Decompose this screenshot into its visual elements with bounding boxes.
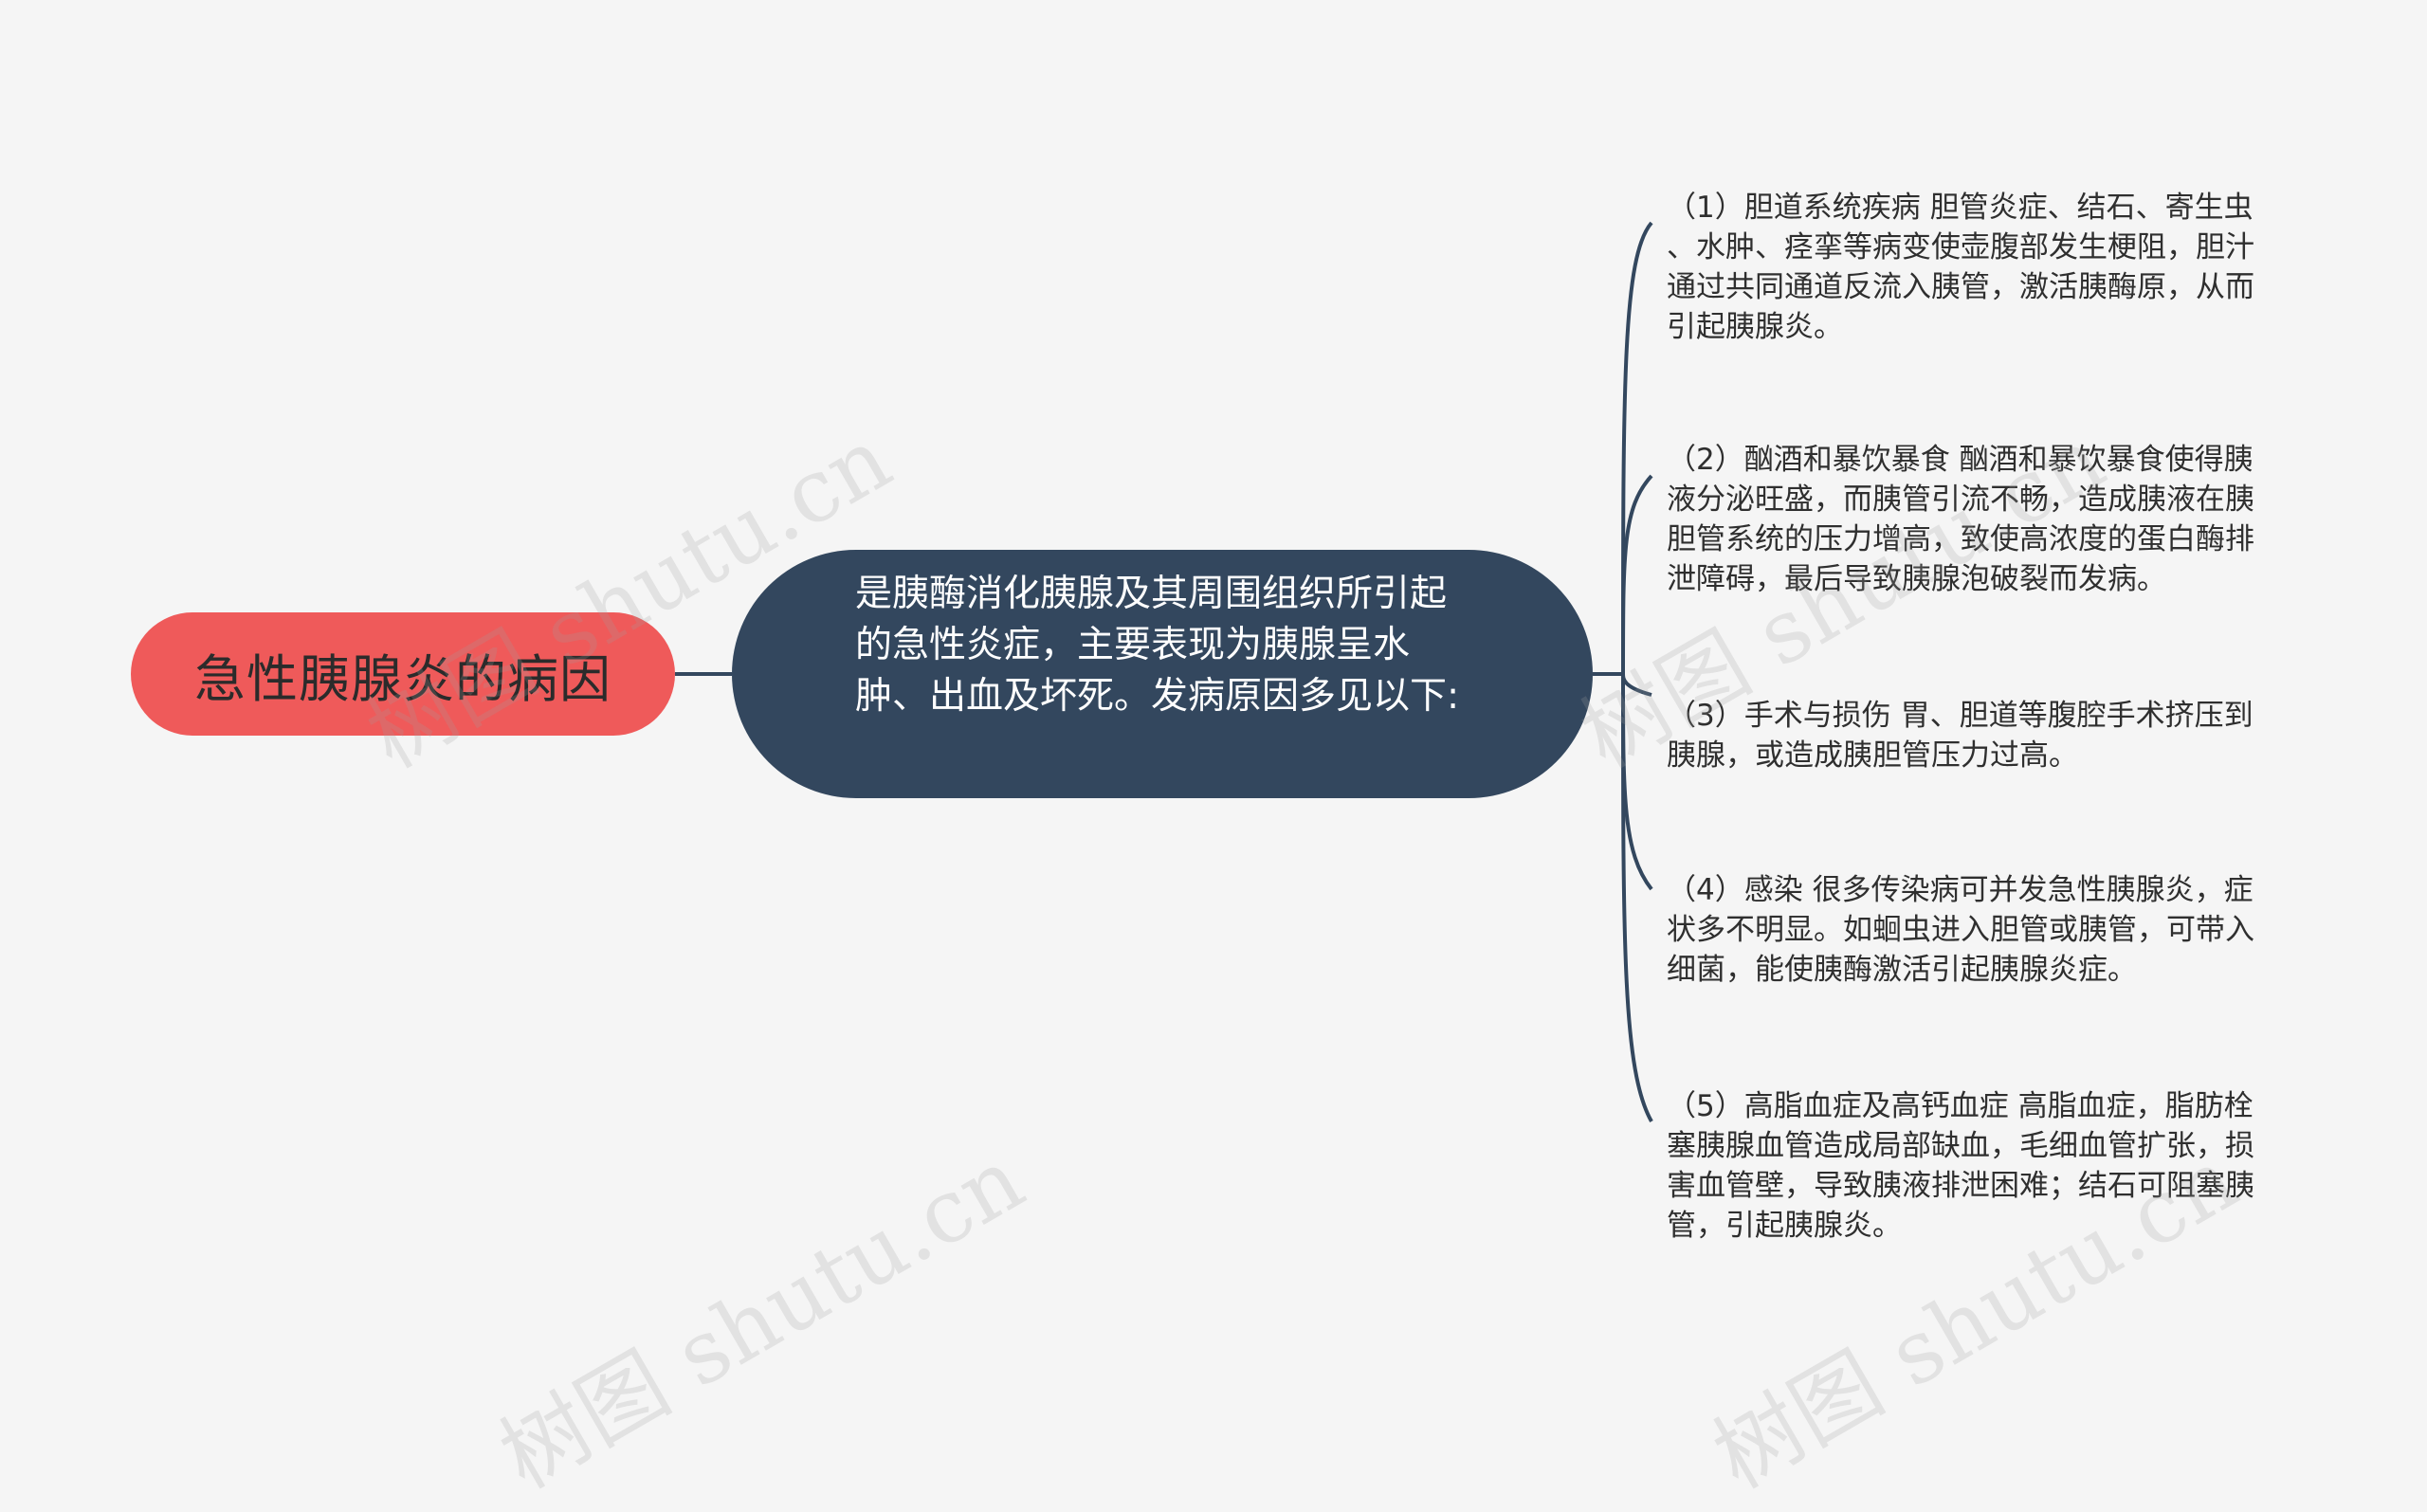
branch-node-3[interactable]: （3）手术与损伤 胃、胆道等腹腔手术挤压到 胰腺，或造成胰胆管压力过高。 [1667,656,2283,775]
branch-connector-3 [1621,673,1652,697]
branch-connector-1 [1621,221,1653,675]
root-node[interactable]: 急性胰腺炎的病因 [131,612,675,736]
branch-node-4[interactable]: （4）感染 很多传染病可并发急性胰腺炎，症 状多不明显。如蛔虫进入胆管或胰管，可… [1667,830,2283,990]
branch-connector-4 [1621,673,1653,891]
branch-node-1[interactable]: （1）胆道系统疾病 胆管炎症、结石、寄生虫 、水肿、痉挛等病变使壶腹部发生梗阻，… [1667,148,2283,347]
branch-node-2[interactable]: （2）酗酒和暴饮暴食 酗酒和暴饮暴食使得胰 液分泌旺盛，而胰管引流不畅，造成胰液… [1667,400,2283,599]
branch-connector-2 [1621,474,1653,675]
branch-node-3-text: （3）手术与损伤 胃、胆道等腹腔手术挤压到 胰腺，或造成胰胆管压力过高。 [1667,699,2254,773]
branch-node-5-text: （5）高脂血症及高钙血症 高脂血症，脂肪栓 塞胰腺血管造成局部缺血，毛细血管扩张… [1667,1089,2254,1243]
mind-map-canvas: 急性胰腺炎的病因 是胰酶消化胰腺及其周围组织所引起的急性炎症，主要表现为胰腺呈水… [131,148,2283,1508]
center-node[interactable]: 是胰酶消化胰腺及其周围组织所引起的急性炎症，主要表现为胰腺呈水肿、出血及坏死。发… [732,550,1593,798]
root-node-label: 急性胰腺炎的病因 [194,648,611,709]
branch-node-4-text: （4）感染 很多传染病可并发急性胰腺炎，症 状多不明显。如蛔虫进入胆管或胰管，可… [1667,873,2254,987]
branch-node-5[interactable]: （5）高脂血症及高钙血症 高脂血症，脂肪栓 塞胰腺血管造成局部缺血，毛细血管扩张… [1667,1047,2283,1246]
branch-connector-5 [1621,673,1653,1122]
connector-lines [675,221,1653,1122]
branch-node-2-text: （2）酗酒和暴饮暴食 酗酒和暴饮暴食使得胰 液分泌旺盛，而胰管引流不畅，造成胰液… [1667,443,2254,596]
center-node-text: 是胰酶消化胰腺及其周围组织所引起的急性炎症，主要表现为胰腺呈水肿、出血及坏死。发… [855,573,1460,718]
branch-node-1-text: （1）胆道系统疾病 胆管炎症、结石、寄生虫 、水肿、痉挛等病变使壶腹部发生梗阻，… [1667,191,2254,344]
